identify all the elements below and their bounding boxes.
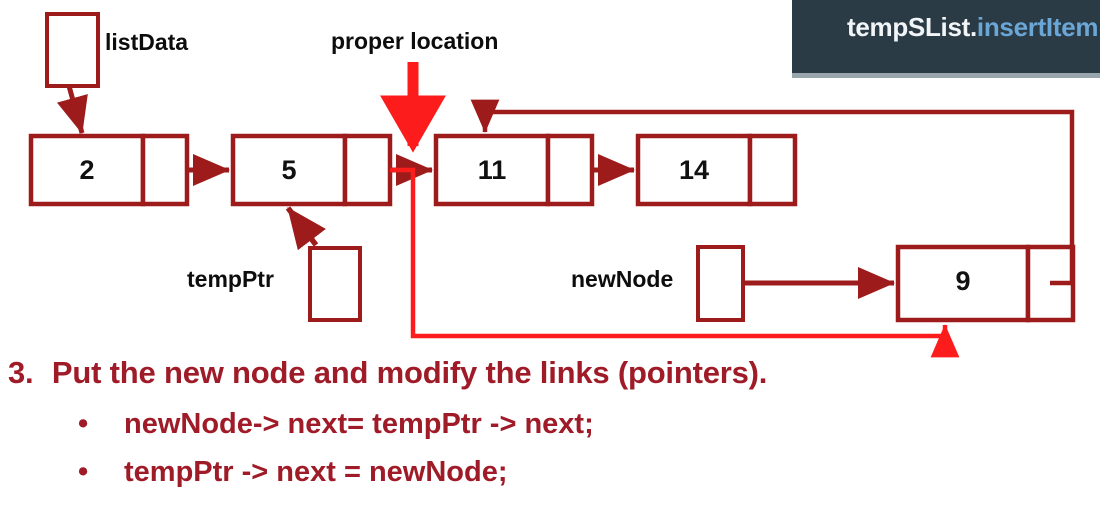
node-14-value: 14 bbox=[678, 155, 710, 185]
code-banner-text: tempSList.insertItem bbox=[847, 12, 1098, 43]
arrow-listdata-to-node2 bbox=[56, 85, 88, 134]
instruction-bullet-1: • newNode-> next= tempPtr -> next; bbox=[78, 410, 594, 439]
instruction-bullet-2: • tempPtr -> next = newNode; bbox=[78, 458, 508, 487]
node-2-next-cell bbox=[140, 133, 190, 207]
instruction-step: 3. Put the new node and modify the links… bbox=[8, 357, 767, 388]
pointer-box-tempptr bbox=[308, 246, 362, 322]
instruction-step-text: Put the new node and modify the links (p… bbox=[51, 355, 768, 390]
label-proper-location: proper location bbox=[331, 28, 499, 54]
node-9-data-cell bbox=[895, 244, 1031, 323]
node-14-next-cell bbox=[747, 133, 798, 207]
bullet-marker-icon: • bbox=[78, 456, 89, 488]
link-node9-next-to-node11 bbox=[470, 99, 1075, 286]
instruction-step-number: 3. bbox=[8, 355, 34, 390]
node-2-value: 2 bbox=[79, 155, 95, 185]
label-listdata: listData bbox=[105, 29, 189, 55]
link-tempptr-next-to-node9 bbox=[390, 167, 960, 358]
node-11-next-cell bbox=[545, 133, 595, 207]
arrow-tempptr-to-node5 bbox=[285, 206, 326, 251]
node-5-value: 5 bbox=[281, 155, 297, 185]
pointer-box-listdata bbox=[45, 12, 100, 88]
code-banner-method: insertItem bbox=[976, 12, 1099, 42]
pointer-box-newnode bbox=[696, 245, 745, 322]
label-newnode: newNode bbox=[571, 266, 674, 292]
node-11-value: 11 bbox=[477, 155, 507, 185]
node-9-value: 9 bbox=[955, 266, 971, 296]
node-5-next-cell bbox=[342, 133, 393, 207]
code-banner-shadow bbox=[792, 73, 1100, 78]
code-banner-object: tempSList. bbox=[847, 12, 977, 42]
instruction-bullet-1-text: newNode-> next= tempPtr -> next; bbox=[124, 408, 594, 440]
instruction-bullet-2-text: tempPtr -> next = newNode; bbox=[124, 456, 508, 488]
bullet-marker-icon: • bbox=[78, 408, 89, 440]
code-banner: tempSList.insertItem bbox=[792, 0, 1100, 73]
node-11-data-cell bbox=[433, 133, 551, 207]
label-tempptr: tempPtr bbox=[187, 266, 274, 292]
